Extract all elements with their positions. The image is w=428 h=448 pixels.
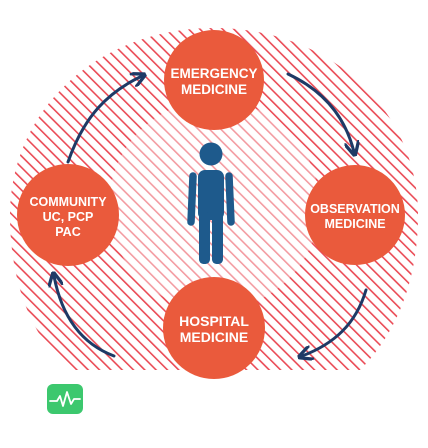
node-community: COMMUNITY UC, PCP PAC	[17, 164, 119, 266]
node-circle	[163, 277, 265, 379]
node-circle	[164, 30, 264, 130]
node-hospital-medicine: HOSPITAL MEDICINE	[163, 277, 265, 379]
node-circle	[17, 164, 119, 266]
arrow-hospital-to-community	[54, 276, 116, 358]
node-label-line1: COMMUNITY	[29, 195, 107, 209]
node-label-line3: PAC	[55, 225, 80, 239]
node-label-line2: MEDICINE	[324, 217, 385, 231]
arrow-community-to-emergency	[66, 76, 142, 164]
arrow-emergency-to-observation	[286, 72, 354, 152]
person-icon	[187, 142, 235, 264]
node-label-line1: OBSERVATION	[310, 202, 400, 216]
node-circle	[305, 165, 405, 265]
node-label-line2: MEDICINE	[180, 329, 248, 345]
node-observation-medicine: OBSERVATION MEDICINE	[305, 165, 405, 265]
node-label-line2: UC, PCP	[43, 210, 94, 224]
node-emergency-medicine: EMERGENCY MEDICINE	[164, 30, 264, 130]
heartbeat-icon	[47, 384, 83, 414]
arrow-observation-to-hospital	[302, 288, 368, 356]
node-label-line1: HOSPITAL	[179, 313, 249, 329]
node-label-line2: MEDICINE	[181, 82, 247, 97]
node-label-line1: EMERGENCY	[170, 66, 257, 81]
